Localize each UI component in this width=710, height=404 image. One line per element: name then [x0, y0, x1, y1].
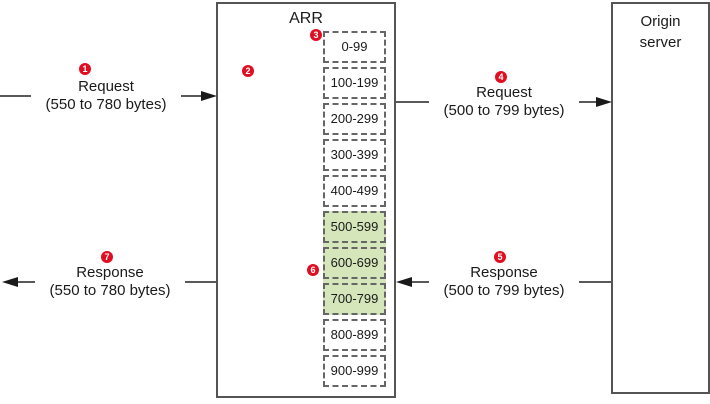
- origin-server-title: Origin server: [639, 13, 682, 51]
- byte-range-cell-cached: 500-599: [323, 211, 386, 243]
- byte-range-cell: 900-999: [323, 355, 386, 387]
- byte-range-cell-cached: 600-699: [323, 247, 386, 279]
- request-out-label: Request (500 to 799 bytes): [429, 82, 579, 122]
- flow-bytes: (550 to 780 bytes): [49, 282, 171, 299]
- step-5-badge: 5: [494, 251, 506, 263]
- response-out-label: Response (550 to 780 bytes): [35, 262, 185, 302]
- arrowhead-left-icon: [396, 277, 412, 287]
- step-6-badge: 6: [307, 264, 319, 276]
- flow-bytes: (550 to 780 bytes): [45, 96, 167, 113]
- arr-box-title: ARR: [289, 10, 323, 27]
- flow-title: Response: [76, 264, 144, 281]
- origin-server-box: Origin server: [611, 2, 710, 394]
- byte-range-cell: 400-499: [323, 175, 386, 207]
- arrowhead-left-icon: [2, 277, 18, 287]
- flow-title: Response: [470, 264, 538, 281]
- flow-bytes: (500 to 799 bytes): [443, 102, 565, 119]
- response-in-label: Response (500 to 799 bytes): [429, 262, 579, 302]
- step-3-badge: 3: [310, 29, 322, 41]
- byte-range-cell: 300-399: [323, 139, 386, 171]
- flow-title: Request: [78, 78, 134, 95]
- byte-range-cell: 800-899: [323, 319, 386, 351]
- flow-bytes: (500 to 799 bytes): [443, 282, 565, 299]
- byte-range-cell: 200-299: [323, 103, 386, 135]
- cached-ranges-highlight: [323, 211, 386, 315]
- byte-range-cell: 100-199: [323, 67, 386, 99]
- byte-range-cell-cached: 700-799: [323, 283, 386, 315]
- step-1-badge: 1: [79, 63, 91, 75]
- request-in-label: Request (550 to 780 bytes): [31, 76, 181, 116]
- step-4-badge: 4: [495, 71, 507, 83]
- flow-title: Request: [476, 84, 532, 101]
- arrowhead-right-icon: [201, 91, 217, 101]
- step-2-badge: 2: [242, 65, 254, 77]
- step-7-badge: 7: [101, 251, 113, 263]
- byte-range-cell: 0-99: [323, 31, 386, 63]
- arrowhead-right-icon: [596, 97, 612, 107]
